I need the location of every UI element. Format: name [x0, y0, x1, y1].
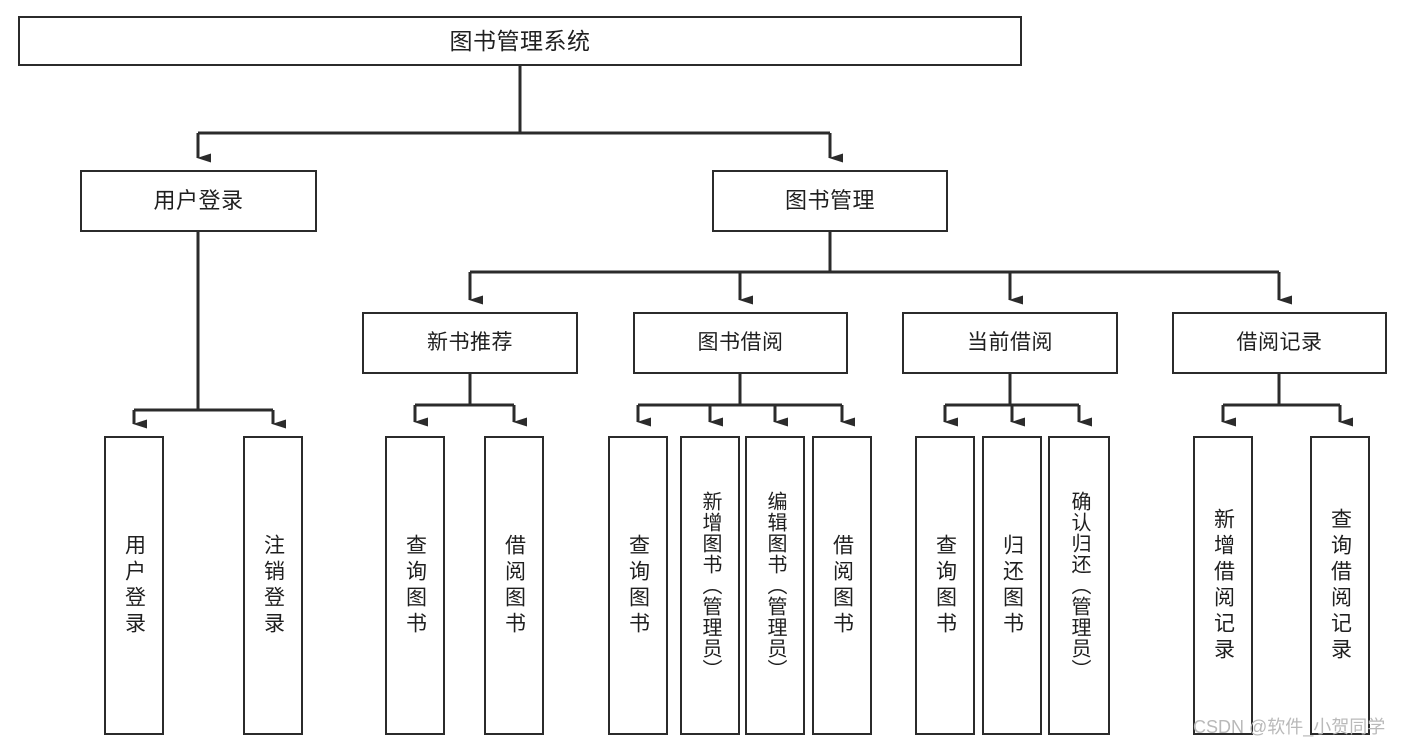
node-root-system[interactable]: 图书管理系统 [18, 16, 1022, 66]
node-leaf-user-login[interactable]: 用户登录 [104, 436, 164, 735]
node-leaf-return-book-label: 归还图书 [1000, 533, 1024, 638]
node-leaf-add-book-admin[interactable]: 新增图书（管理员） [680, 436, 740, 735]
node-leaf-borrow-book-recommend[interactable]: 借阅图书 [484, 436, 544, 735]
node-leaf-borrow-book[interactable]: 借阅图书 [812, 436, 872, 735]
node-leaf-return-book[interactable]: 归还图书 [982, 436, 1042, 735]
node-new-book-recommend[interactable]: 新书推荐 [362, 312, 578, 374]
node-leaf-query-book-borrow[interactable]: 查询图书 [608, 436, 668, 735]
node-book-borrow-label: 图书借阅 [697, 330, 784, 354]
node-book-borrow[interactable]: 图书借阅 [633, 312, 848, 374]
node-leaf-query-borrow-record[interactable]: 查询借阅记录 [1310, 436, 1370, 735]
node-leaf-query-book-recommend[interactable]: 查询图书 [385, 436, 445, 735]
node-leaf-borrow-book-recommend-label: 借阅图书 [502, 533, 526, 638]
node-leaf-query-book-current-label: 查询图书 [933, 533, 957, 638]
node-leaf-user-logout[interactable]: 注销登录 [243, 436, 303, 735]
node-leaf-user-logout-label: 注销登录 [261, 533, 285, 638]
node-book-manage-label: 图书管理 [784, 188, 875, 214]
node-leaf-edit-book-admin-label: 编辑图书（管理员） [764, 491, 786, 680]
node-book-manage[interactable]: 图书管理 [712, 170, 948, 232]
node-new-book-recommend-label: 新书推荐 [427, 330, 513, 354]
node-leaf-query-book-current[interactable]: 查询图书 [915, 436, 975, 735]
node-leaf-add-book-admin-label: 新增图书（管理员） [699, 491, 721, 680]
node-leaf-add-borrow-record-label: 新增借阅记录 [1211, 507, 1235, 664]
node-leaf-query-book-borrow-label: 查询图书 [626, 533, 650, 638]
node-root-label: 图书管理系统 [449, 27, 591, 54]
node-current-borrow-label: 当前借阅 [967, 330, 1053, 354]
node-leaf-edit-book-admin[interactable]: 编辑图书（管理员） [745, 436, 805, 735]
node-leaf-user-login-label: 用户登录 [122, 533, 146, 638]
node-leaf-add-borrow-record[interactable]: 新增借阅记录 [1193, 436, 1253, 735]
node-leaf-confirm-return-admin[interactable]: 确认归还（管理员） [1048, 436, 1110, 735]
node-leaf-borrow-book-label: 借阅图书 [830, 533, 854, 638]
node-borrow-record[interactable]: 借阅记录 [1172, 312, 1387, 374]
node-borrow-record-label: 借阅记录 [1236, 330, 1323, 354]
node-user-login-label: 用户登录 [153, 188, 244, 214]
node-user-login[interactable]: 用户登录 [80, 170, 317, 232]
node-leaf-confirm-return-admin-label: 确认归还（管理员） [1068, 491, 1090, 680]
node-leaf-query-borrow-record-label: 查询借阅记录 [1328, 507, 1352, 664]
node-current-borrow[interactable]: 当前借阅 [902, 312, 1118, 374]
node-leaf-query-book-recommend-label: 查询图书 [403, 533, 427, 638]
